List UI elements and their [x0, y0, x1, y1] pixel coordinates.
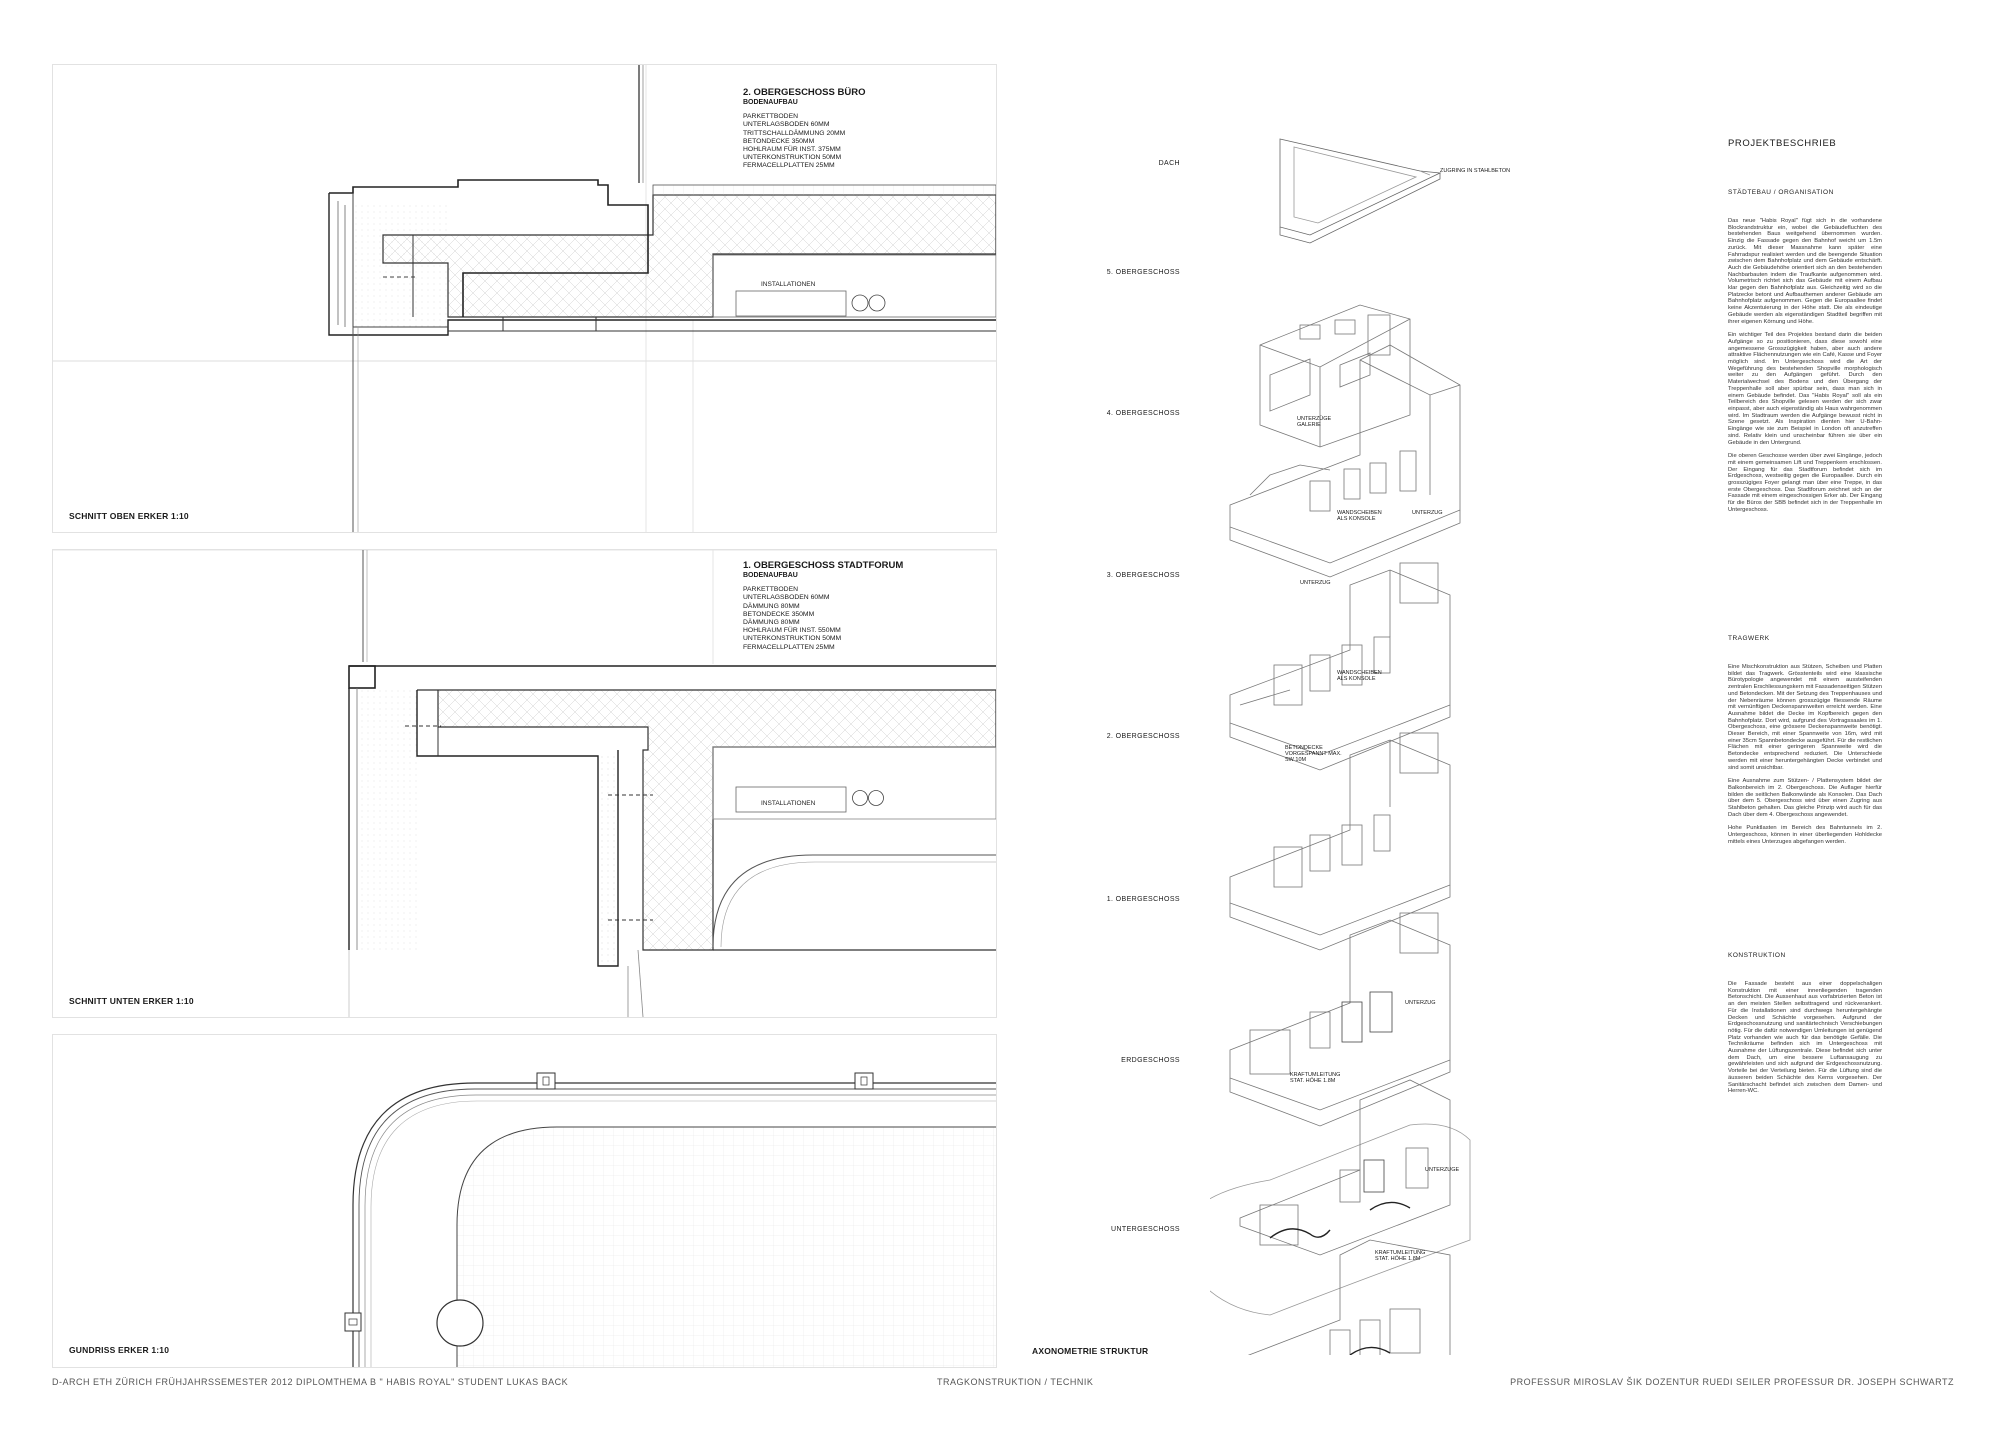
section-top-panel: 2. OBERGESCHOSS BÜRO BODENAUFBAU PARKETT… — [52, 64, 997, 533]
axo-og3 — [1229, 562, 1451, 771]
floor-label-dach: DACH — [1158, 160, 1180, 167]
spec-layer: BETONDECKE 350mm — [743, 137, 815, 145]
section-top-spec: 2. OBERGESCHOSS BÜRO BODENAUFBAU PARKETT… — [743, 87, 865, 171]
axo-dach — [1279, 138, 1442, 244]
spec-layer: PARKETTBODEN — [743, 113, 799, 121]
section-middle-subtitle: BODENAUFBAU — [743, 572, 798, 579]
floor-label-eg: ERDGESCHOSS — [1121, 1057, 1180, 1064]
floor-label-og4: 4. OBERGESCHOSS — [1106, 410, 1180, 417]
description-paragraph: Das neue "Habis Royal" fügt sich in die … — [1728, 218, 1882, 325]
description-heading-konstruktion: KONSTRUKTION — [1728, 952, 1786, 959]
spec-layer: DÄMMUNG 80mm — [743, 602, 800, 610]
description-title: PROJEKTBESCHRIEB — [1728, 138, 1837, 149]
footer-left: D-ARCH ETH ZÜRICH FRÜHJAHRSSEMESTER 2012… — [52, 1377, 569, 1387]
plan-bottom-drawing — [344, 1072, 996, 1367]
plan-bottom-panel: GUNDRISS ERKER 1:10 — [52, 1034, 997, 1368]
section-middle-drawing — [53, 550, 996, 1017]
section-top-title: SCHNITT OBEN ERKER 1:10 — [69, 511, 189, 521]
axo-ug — [1247, 1239, 1451, 1355]
axo-note-og4: UNTERZÜGE GALERIE — [1297, 416, 1332, 428]
axonometry-drawing — [1210, 138, 1471, 1355]
project-description-konstruktion: KONSTRUKTION Die Fassade besteht aus ein… — [1728, 952, 1882, 1102]
section-middle-panel: 1. OBERGESCHOSS STADTFORUM BODENAUFBAU P… — [52, 549, 997, 1018]
description-heading-staedtebau: STÄDTEBAU / ORGANISATION — [1728, 189, 1834, 196]
description-heading-tragwerk: TRAGWERK — [1728, 635, 1770, 642]
axo-eg — [1210, 1079, 1471, 1316]
floor-label-ug: UNTERGESCHOSS — [1111, 1226, 1180, 1233]
description-paragraph: Hohe Punktlasten im Bereich des Bahntunn… — [1728, 825, 1882, 845]
installations-label-top: INSTALLATIONEN — [761, 281, 816, 288]
floor-label-og5: 5. OBERGESCHOSS — [1106, 269, 1180, 276]
axo-og5 — [1259, 304, 1411, 448]
axo-note-eg1: UNTERZUG — [1405, 1000, 1436, 1006]
axo-og4 — [1229, 344, 1461, 578]
axo-og1 — [1229, 912, 1451, 1127]
description-paragraph: Die oberen Geschosse werden über zwei Ei… — [1728, 453, 1882, 513]
spec-layer: DÄMMUNG 80mm — [743, 619, 800, 627]
spec-layer: TRITTSCHALLDÄMMUNG 20mm — [743, 129, 846, 137]
spec-layer: PARKETTBODEN — [743, 586, 799, 594]
section-top-subtitle: BODENAUFBAU — [743, 99, 798, 106]
description-paragraph: Die Fassade besteht aus einer doppelscha… — [1728, 981, 1882, 1095]
axo-note-og2b: BETONDECKE VORGESPANNT MAX. SW 10m — [1285, 745, 1342, 763]
spec-layer: UNTERKONSTRUKTION 50mm — [743, 635, 842, 643]
spec-layer: FERMACELLPLATTEN 25mm — [743, 162, 835, 170]
plan-bottom-title: GUNDRISS ERKER 1:10 — [69, 1345, 170, 1355]
section-middle-title: SCHNITT UNTEN ERKER 1:10 — [69, 996, 194, 1006]
section-top-floor: 2. OBERGESCHOSS BÜRO — [743, 87, 866, 98]
axo-note-og3b: UNTERZUG — [1412, 510, 1443, 516]
project-description-tragwerk: TRAGWERK Eine Mischkonstruktion aus Stüt… — [1728, 635, 1882, 853]
description-paragraph: Ein wichtiger Teil des Projektes bestand… — [1728, 332, 1882, 446]
project-description: PROJEKTBESCHRIEB STÄDTEBAU / ORGANISATIO… — [1728, 138, 1882, 521]
installations-label-middle: INSTALLATIONEN — [761, 800, 816, 807]
axo-note-og2a: WANDSCHEIBEN ALS KONSOLE — [1337, 670, 1382, 682]
footer-right: PROFESSUR MIROSLAV ŠIK DOZENTUR RUEDI SE… — [1510, 1377, 1954, 1387]
axo-note-ug2: KRAFTUMLEITUNG STAT. HÖHE 1.8m — [1375, 1250, 1426, 1262]
axo-note-eg2: KRAFTUMLEITUNG STAT. HÖHE 1.8m — [1290, 1072, 1341, 1084]
axo-note-og3a: WANDSCHEIBEN ALS KONSOLE — [1337, 510, 1382, 522]
spec-layer: UNTERLAGSBODEN 60mm — [743, 594, 830, 602]
floor-label-og3: 3. OBERGESCHOSS — [1106, 572, 1180, 579]
axo-note-og3c: UNTERZUG — [1300, 580, 1331, 586]
axo-note-dach: ZUGRING IN STAHLBETON — [1440, 168, 1511, 174]
section-middle-spec: 1. OBERGESCHOSS STADTFORUM BODENAUFBAU P… — [743, 560, 903, 652]
axonometry-floor-labels: DACH 5. OBERGESCHOSS 4. OBERGESCHOSS 3. … — [1040, 0, 1180, 1446]
spec-layer: UNTERKONSTRUKTION 50mm — [743, 154, 842, 162]
axonometry-title: AXONOMETRIE STRUKTUR — [1032, 1346, 1149, 1356]
section-middle-floor: 1. OBERGESCHOSS STADTFORUM — [743, 560, 904, 571]
section-top-drawing — [53, 65, 996, 532]
footer-center: TRAGKONSTRUKTION / TECHNIK — [937, 1377, 1094, 1387]
axo-note-ug1: UNTERZUGE — [1425, 1167, 1460, 1173]
description-paragraph: Eine Mischkonstruktion aus Stützen, Sche… — [1728, 664, 1882, 771]
spec-layer: HOHLRAUM FÜR INST. 550mm — [743, 627, 841, 635]
floor-label-og1: 1. OBERGESCHOSS — [1106, 896, 1180, 903]
description-paragraph: Eine Ausnahme zum Stützen- / Plattensyst… — [1728, 778, 1882, 818]
spec-layer: FERMACELLPLATTEN 25mm — [743, 643, 835, 651]
floor-label-og2: 2. OBERGESCHOSS — [1106, 733, 1180, 740]
spec-layer: UNTERLAGSBODEN 60mm — [743, 121, 830, 129]
spec-layer: HOHLRAUM FÜR INST. 375mm — [743, 146, 841, 154]
spec-layer: BETONDECKE 350mm — [743, 610, 815, 618]
axo-og2 — [1229, 732, 1451, 951]
